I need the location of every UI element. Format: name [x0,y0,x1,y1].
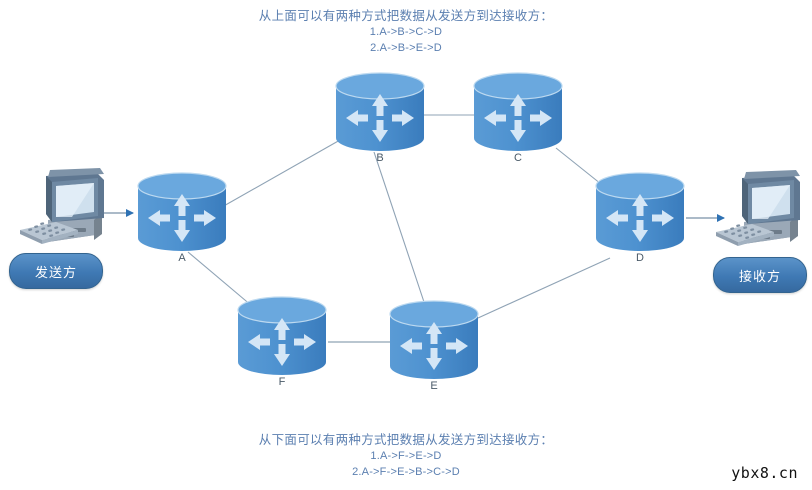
bottom-annotation-title: 从下面可以有两种方式把数据从发送方到达接收方： [258,433,554,447]
router-node-c[interactable]: C [472,72,564,168]
router-icon [389,300,479,379]
receiver-host[interactable] [712,170,808,256]
watermark: ybx8.cn [731,464,798,482]
link-b-to-e [373,151,425,303]
link-e-to-d [477,257,611,319]
router-label-e: E [430,380,438,392]
bottom-annotation-path-1: 1.A->F->E->D [370,450,442,462]
top-annotation: 从上面可以有两种方式把数据从发送方到达接收方： 1.A->B->C->D 2.A… [0,8,812,56]
top-annotation-path-2: 2.A->B->E->D [370,42,442,54]
router-label-c: C [514,152,522,164]
router-label-f: F [278,376,286,388]
router-node-f[interactable]: F [236,296,328,392]
bottom-annotation-path-2: 2.A->F->E->B->C->D [352,466,460,478]
link-c-to-d [555,147,607,189]
router-node-d[interactable]: D [594,172,686,268]
sender-label-text: 发送方 [34,264,77,280]
router-icon [137,172,227,251]
router-icon [595,172,685,251]
router-node-b[interactable]: B [334,72,426,168]
router-label-d: D [636,252,644,264]
top-annotation-path-1: 1.A->B->C->D [369,26,443,38]
top-annotation-title: 从上面可以有两种方式把数据从发送方到达接收方： [258,9,554,23]
bottom-annotation: 从下面可以有两种方式把数据从发送方到达接收方： 1.A->F->E->D 2.A… [0,432,812,480]
receiver-label-text: 接收方 [738,268,781,284]
sender-host[interactable] [16,168,112,254]
desktop-computer-icon [20,168,104,244]
sender-label-pill: 发送方 [9,253,103,289]
router-node-e[interactable]: E [388,300,480,396]
desktop-computer-icon [716,170,800,246]
router-label-b: B [376,152,384,164]
link-a-to-f [187,251,253,307]
router-icon [335,72,425,151]
router-label-a: A [178,252,186,264]
link-a-to-b [221,139,341,208]
receiver-label-pill: 接收方 [713,257,807,293]
router-node-a[interactable]: A [136,172,228,268]
router-icon [237,296,327,375]
router-icon [473,72,563,151]
